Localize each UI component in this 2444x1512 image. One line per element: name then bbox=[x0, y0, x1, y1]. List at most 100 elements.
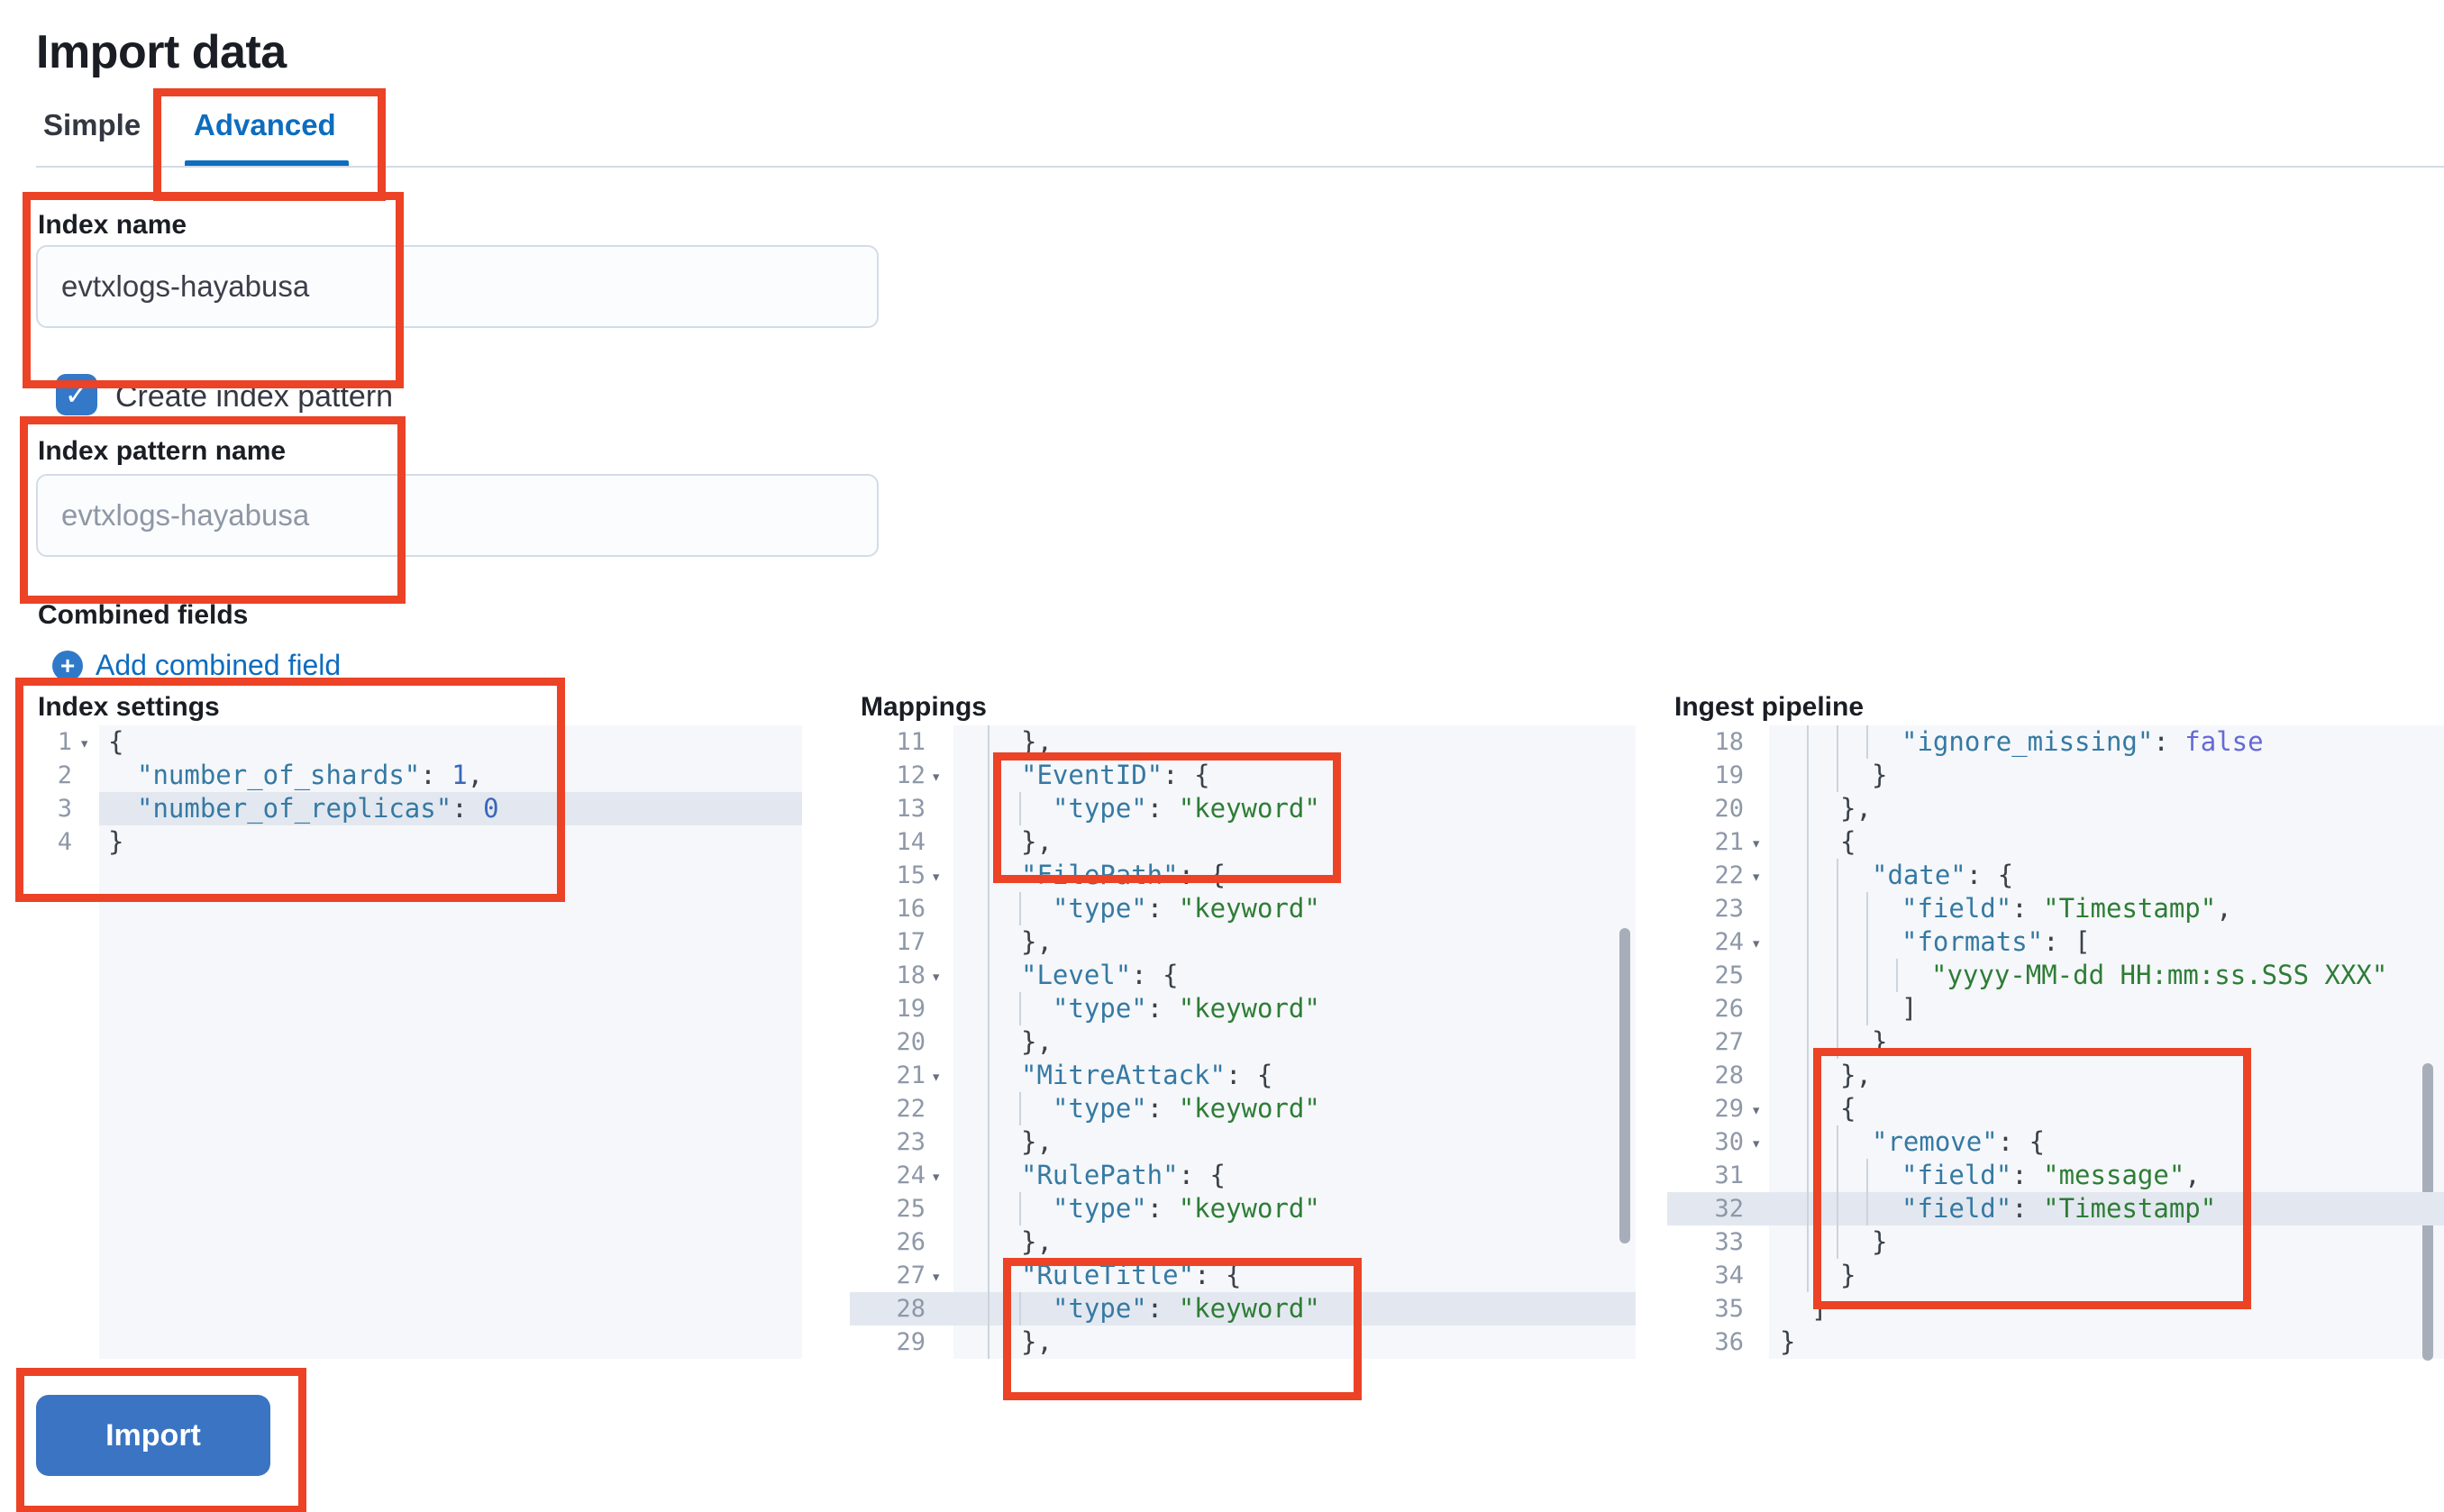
code-line: 14}, bbox=[850, 825, 1636, 859]
indent-guide bbox=[1019, 992, 1021, 1025]
fold-toggle-icon[interactable]: ▾ bbox=[931, 1167, 942, 1187]
active-line-highlight bbox=[850, 1292, 1636, 1325]
fold-toggle-icon[interactable]: ▾ bbox=[1751, 867, 1762, 887]
fold-toggle-icon[interactable]: ▾ bbox=[1751, 1134, 1762, 1153]
line-number: 31 bbox=[1714, 1161, 1744, 1189]
combined-fields-label: Combined fields bbox=[38, 600, 249, 630]
indent-guide bbox=[1807, 1225, 1809, 1259]
indent-guide bbox=[1807, 859, 1809, 892]
line-number: 25 bbox=[896, 1195, 926, 1223]
line-number: 26 bbox=[896, 1228, 926, 1256]
code-line: 11}, bbox=[850, 725, 1636, 759]
indent-guide bbox=[988, 825, 989, 859]
code-text: { bbox=[108, 726, 124, 757]
ingest-pipeline-label: Ingest pipeline bbox=[1674, 692, 1865, 722]
index-settings-label: Index settings bbox=[38, 692, 220, 722]
indent-guide bbox=[1807, 959, 1809, 992]
indent-guide bbox=[1807, 1092, 1809, 1125]
code-text: }, bbox=[1021, 1026, 1053, 1057]
line-number: 32 bbox=[1714, 1195, 1744, 1223]
indent-guide bbox=[1837, 1225, 1838, 1259]
line-number: 18 bbox=[1714, 728, 1744, 756]
code-text: }, bbox=[1840, 1060, 1872, 1090]
code-line: 18▾ "Level": { bbox=[850, 959, 1636, 992]
fold-toggle-icon[interactable]: ▾ bbox=[931, 1267, 942, 1287]
index-settings-editor[interactable]: 1▾{2"number_of_shards": 1,3"number_of_re… bbox=[36, 725, 802, 1359]
indent-guide bbox=[1866, 892, 1868, 925]
tabs-divider bbox=[36, 166, 2444, 168]
active-line-highlight bbox=[1667, 1192, 2444, 1225]
code-line: 32"field": "Timestamp" bbox=[1667, 1192, 2444, 1225]
indent-guide bbox=[1837, 1192, 1838, 1225]
mappings-label: Mappings bbox=[861, 692, 987, 722]
code-text: "number_of_shards": 1, bbox=[137, 760, 484, 790]
code-line: 20}, bbox=[1667, 792, 2444, 825]
line-number: 12 bbox=[896, 761, 926, 789]
code-line: 23"field": "Timestamp", bbox=[1667, 892, 2444, 925]
import-button[interactable]: Import bbox=[36, 1395, 270, 1476]
fold-toggle-icon[interactable]: ▾ bbox=[931, 967, 942, 987]
code-text: "Level": { bbox=[1021, 960, 1179, 990]
fold-toggle-icon[interactable]: ▾ bbox=[1751, 833, 1762, 853]
line-number: 16 bbox=[896, 895, 926, 923]
code-line: 17}, bbox=[850, 925, 1636, 959]
code-line: 28"type": "keyword" bbox=[850, 1292, 1636, 1325]
code-line: 21▾"MitreAttack": { bbox=[850, 1059, 1636, 1092]
add-combined-field-link[interactable]: + Add combined field bbox=[52, 649, 341, 682]
page-title: Import data bbox=[36, 26, 287, 78]
code-line: 36} bbox=[1667, 1325, 2444, 1359]
active-tab-underline bbox=[185, 160, 349, 168]
indent-guide bbox=[1807, 1059, 1809, 1092]
fold-toggle-icon[interactable]: ▾ bbox=[931, 767, 942, 787]
code-line: 4} bbox=[36, 825, 802, 859]
line-number: 2 bbox=[57, 761, 72, 789]
editor-content-area bbox=[953, 725, 1636, 1359]
indent-guide bbox=[1866, 959, 1868, 992]
line-number: 22 bbox=[896, 1095, 926, 1123]
fold-toggle-icon[interactable]: ▾ bbox=[931, 867, 942, 887]
line-number: 4 bbox=[57, 828, 72, 856]
indent-guide bbox=[988, 725, 989, 759]
indent-guide bbox=[1019, 1092, 1021, 1125]
indent-guide bbox=[1807, 992, 1809, 1025]
fold-toggle-icon[interactable]: ▾ bbox=[79, 733, 90, 753]
indent-guide bbox=[988, 1092, 989, 1125]
line-number: 11 bbox=[896, 728, 926, 756]
indent-guide bbox=[1866, 992, 1868, 1025]
code-line: 22"type": "keyword" bbox=[850, 1092, 1636, 1125]
code-text: } bbox=[1872, 1026, 1888, 1057]
line-number: 23 bbox=[1714, 895, 1744, 923]
fold-toggle-icon[interactable]: ▾ bbox=[1751, 934, 1762, 953]
indent-guide bbox=[1837, 725, 1838, 759]
code-line: 16"type": "keyword" bbox=[850, 892, 1636, 925]
indent-guide bbox=[1807, 1259, 1809, 1292]
indent-guide bbox=[1807, 725, 1809, 759]
indent-guide bbox=[988, 759, 989, 792]
code-text: } bbox=[1872, 760, 1888, 790]
indent-guide bbox=[1837, 959, 1838, 992]
index-pattern-name-input[interactable] bbox=[36, 474, 879, 557]
indent-guide bbox=[1807, 925, 1809, 959]
fold-toggle-icon[interactable]: ▾ bbox=[931, 1067, 942, 1087]
indent-guide bbox=[1896, 959, 1898, 992]
indent-guide bbox=[1807, 825, 1809, 859]
indent-guide bbox=[1807, 1192, 1809, 1225]
index-name-input[interactable] bbox=[36, 245, 879, 328]
tab-simple[interactable]: Simple bbox=[43, 108, 141, 141]
code-line: 31"field": "message", bbox=[1667, 1159, 2444, 1192]
indent-guide bbox=[1807, 792, 1809, 825]
tab-advanced[interactable]: Advanced bbox=[194, 108, 336, 141]
fold-toggle-icon[interactable]: ▾ bbox=[1751, 1100, 1762, 1120]
indent-guide bbox=[1807, 1159, 1809, 1192]
mappings-editor[interactable]: 11},12▾"EventID": {13"type": "keyword"14… bbox=[850, 725, 1636, 1359]
code-text: }, bbox=[1021, 926, 1053, 957]
create-index-pattern-label: Create index pattern bbox=[115, 379, 394, 414]
editor-content-area bbox=[1769, 725, 2444, 1359]
line-number: 27 bbox=[1714, 1028, 1744, 1056]
mappings-scrollbar[interactable] bbox=[1619, 928, 1630, 1243]
create-index-pattern-checkbox[interactable]: ✓ bbox=[56, 374, 97, 415]
line-number: 18 bbox=[896, 961, 926, 989]
active-line-highlight bbox=[99, 792, 802, 825]
indent-guide bbox=[1837, 1159, 1838, 1192]
